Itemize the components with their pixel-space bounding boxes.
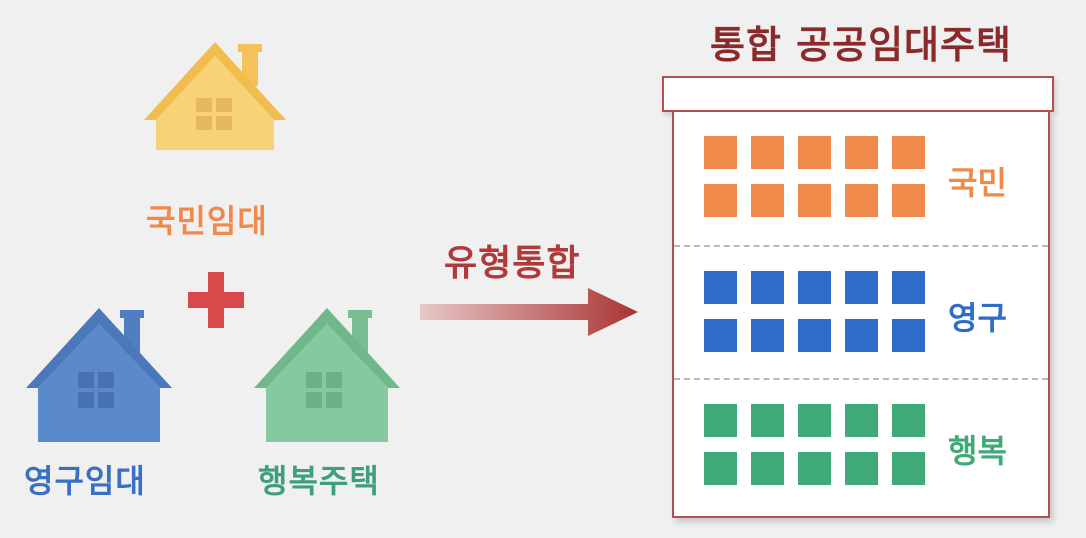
arrow-label: 유형통합 [444,243,581,284]
window [845,136,878,169]
window [751,319,784,352]
house-label-happy: 행복주택 [258,462,380,500]
house-icon-happy [254,308,400,442]
floor-label-happy: 행복 [948,432,1007,470]
window [845,404,878,437]
floor-national: 국민 [674,112,1048,245]
window-grid [704,136,925,217]
window [751,136,784,169]
floor-label-permanent: 영구 [948,299,1007,337]
window [798,136,831,169]
house-label-national: 국민임대 [146,202,268,240]
window [751,404,784,437]
window [892,404,925,437]
plus-icon [188,272,244,328]
window [798,452,831,485]
merge-arrow-icon [420,288,638,336]
window [704,319,737,352]
floor-happy: 행복 [674,378,1048,513]
building-roof [662,76,1054,112]
window [892,319,925,352]
window [845,271,878,304]
window [845,184,878,217]
window [704,452,737,485]
window [751,271,784,304]
window [704,136,737,169]
window [798,271,831,304]
house-icon-permanent [26,308,172,442]
window [892,452,925,485]
window [845,319,878,352]
window [892,136,925,169]
window [845,452,878,485]
building: 국민 영구 행복 [672,112,1050,518]
window [798,404,831,437]
window [798,319,831,352]
chimney [242,46,258,86]
window [892,184,925,217]
house-icon-national [144,42,286,150]
floor-label-national: 국민 [948,164,1007,202]
window [798,184,831,217]
window-grid [704,404,925,485]
floor-permanent: 영구 [674,245,1048,380]
window-grid [704,271,925,352]
house-label-permanent: 영구임대 [24,462,146,500]
window [704,271,737,304]
building-title: 통합 공공임대주택 [710,23,1012,67]
window [704,404,737,437]
window [892,271,925,304]
window [751,452,784,485]
window [751,184,784,217]
window [704,184,737,217]
